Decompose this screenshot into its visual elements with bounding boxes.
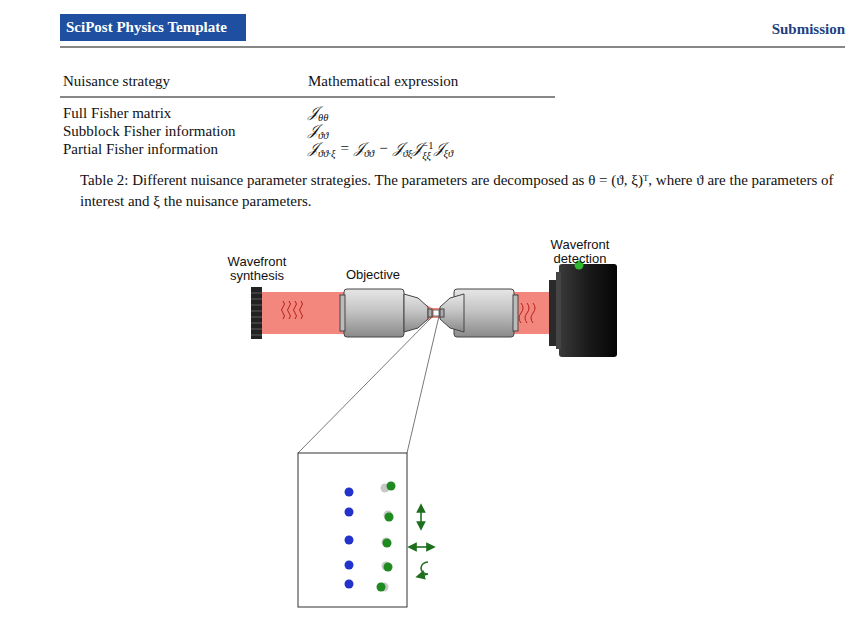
inset-box: [298, 453, 407, 607]
camera-ring: [556, 272, 561, 349]
operator: =: [340, 140, 348, 156]
subscript: θθ: [318, 112, 328, 123]
table-header: Mathematical expression: [308, 72, 458, 90]
motion-arrows: [412, 508, 431, 576]
slm-pixels: [251, 293, 262, 335]
header-title: SciPost Physics Template: [66, 18, 227, 36]
math-symbol: 𝒥: [393, 140, 403, 156]
component-label: Wavefront synthesis: [219, 255, 295, 283]
subscript: ϑϑ·ξ: [318, 148, 335, 159]
math-symbol: 𝒥: [308, 122, 318, 138]
objective-lens: [340, 289, 432, 337]
subscript: ϑϑ: [364, 148, 374, 159]
table-cell: Subblock Fisher information: [63, 122, 236, 140]
math-symbol: 𝒥: [308, 104, 318, 120]
math-expression: 𝒥ϑϑ·ξ=𝒥ϑϑ−𝒥ϑξ𝒥−1ξξ𝒥ξϑ: [308, 139, 453, 160]
reference-atoms: [345, 488, 354, 589]
table-cell: Partial Fisher information: [63, 140, 218, 158]
operator: −: [379, 140, 387, 156]
header-label: Submission: [772, 20, 845, 38]
camera-body: [559, 264, 617, 357]
math-symbol: 𝒥: [308, 140, 318, 156]
objective-lens: [440, 289, 518, 337]
math-symbol: 𝒥: [434, 140, 444, 156]
header-rule: [60, 46, 845, 47]
math-symbol: 𝒥: [412, 140, 422, 156]
math-expression: 𝒥ϑϑ: [308, 121, 328, 141]
table-rule: [60, 97, 555, 98]
header-box: [60, 14, 246, 41]
laser-beam: [508, 292, 552, 334]
moving-atoms: [377, 482, 396, 592]
zoom-line: [407, 316, 439, 453]
zoom-line: [298, 316, 433, 453]
math-expression: 𝒥θθ: [308, 103, 328, 123]
laser-beam: [262, 292, 346, 334]
table-cell: Full Fisher matrix: [63, 104, 171, 122]
slm-device: [251, 287, 262, 339]
subscript: ξξ: [422, 151, 433, 161]
table-caption: Table 2: Different nuisance parameter st…: [80, 170, 845, 212]
superscript: −1: [422, 141, 433, 151]
displaced-ghosts: [380, 484, 393, 592]
subscript: ϑξ: [403, 148, 413, 159]
component-label: Objective: [338, 268, 408, 282]
subscript: ξϑ: [444, 148, 454, 159]
math-symbol: 𝒥: [354, 140, 364, 156]
sub-sup: −1ξξ: [422, 141, 433, 161]
component-label: Wavefront detection: [542, 238, 618, 266]
table-header: Nuisance strategy: [63, 72, 170, 90]
subscript: ϑϑ: [318, 130, 328, 141]
sample: [433, 310, 439, 316]
